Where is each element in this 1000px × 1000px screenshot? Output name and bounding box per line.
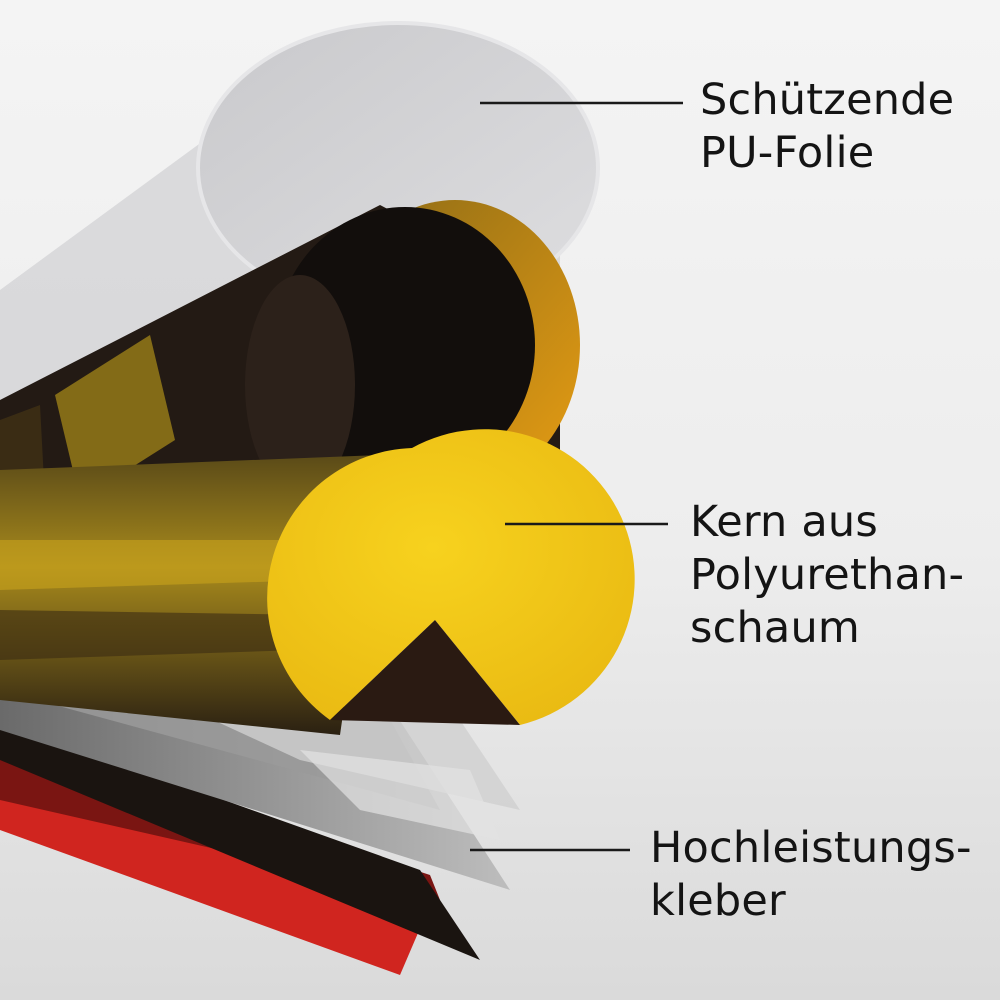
label-foam-core: Kern aus Polyurethan- schaum bbox=[690, 496, 964, 655]
label-adhesive-line1: Hochleistungs- bbox=[650, 823, 972, 873]
label-adhesive: Hochleistungs- kleber bbox=[650, 822, 972, 928]
foam-core-layer bbox=[0, 429, 635, 735]
label-foam-core-line3: schaum bbox=[690, 603, 860, 653]
label-foam-core-line2: Polyurethan- bbox=[690, 550, 965, 600]
label-foam-core-line1: Kern aus bbox=[690, 497, 878, 547]
label-pu-film-line1: Schützende bbox=[700, 75, 955, 125]
label-pu-film-line2: PU-Folie bbox=[700, 128, 875, 178]
label-adhesive-line2: kleber bbox=[650, 876, 786, 926]
label-pu-film: Schützende PU-Folie bbox=[700, 74, 954, 180]
